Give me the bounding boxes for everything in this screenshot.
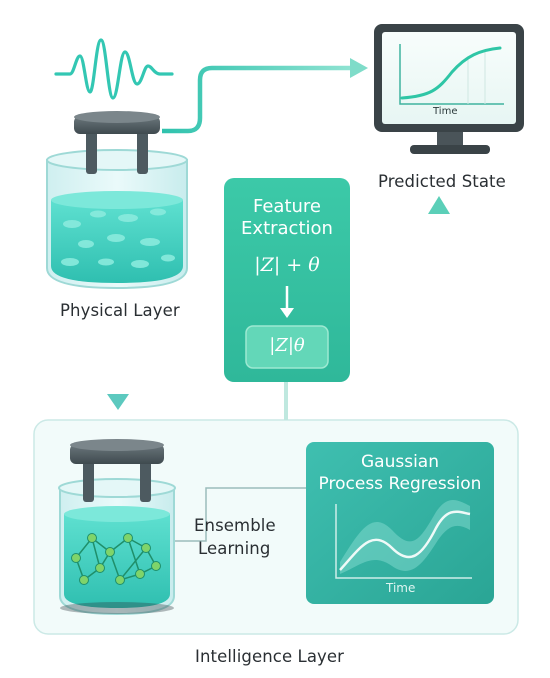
physical-layer-label: Physical Layer <box>60 301 180 320</box>
gpr-card <box>306 442 494 604</box>
arrow-head-to-monitor <box>350 58 368 78</box>
monitor-curve <box>400 46 502 100</box>
gpr-confidence-band <box>340 500 470 574</box>
gpr-title-line2: Process Regression <box>318 474 482 494</box>
formula-bottom: |Z|θ <box>269 335 305 356</box>
gpr-axes <box>335 504 472 579</box>
sine-wave-icon <box>54 38 174 100</box>
feature-title-line2: Extraction <box>241 218 333 239</box>
arrow-head-up <box>428 196 450 214</box>
predicted-state-label: Predicted State <box>378 172 506 191</box>
ensemble-learning-label-line2: Learning <box>198 539 271 558</box>
gpr-mean-curve <box>339 510 471 571</box>
ensemble-bioreactor-icon <box>58 439 176 616</box>
gpr-title-line1: Gaussian <box>361 452 439 472</box>
monitor-axis-label: Time <box>433 106 458 117</box>
intelligence-layer-label: Intelligence Layer <box>195 647 345 666</box>
ensemble-connector <box>174 487 306 542</box>
signal-arrow-to-monitor <box>162 65 352 134</box>
monitor-icon <box>374 24 524 154</box>
formula-top: |Z| + θ <box>254 254 320 276</box>
gpr-axis-label: Time <box>386 581 416 595</box>
bioreactor-icon <box>46 111 188 290</box>
formula-box <box>245 325 329 369</box>
arrow-head-down <box>107 394 129 410</box>
ensemble-learning-label-line1: Ensemble <box>194 516 276 535</box>
feature-title-line1: Feature <box>252 196 322 217</box>
